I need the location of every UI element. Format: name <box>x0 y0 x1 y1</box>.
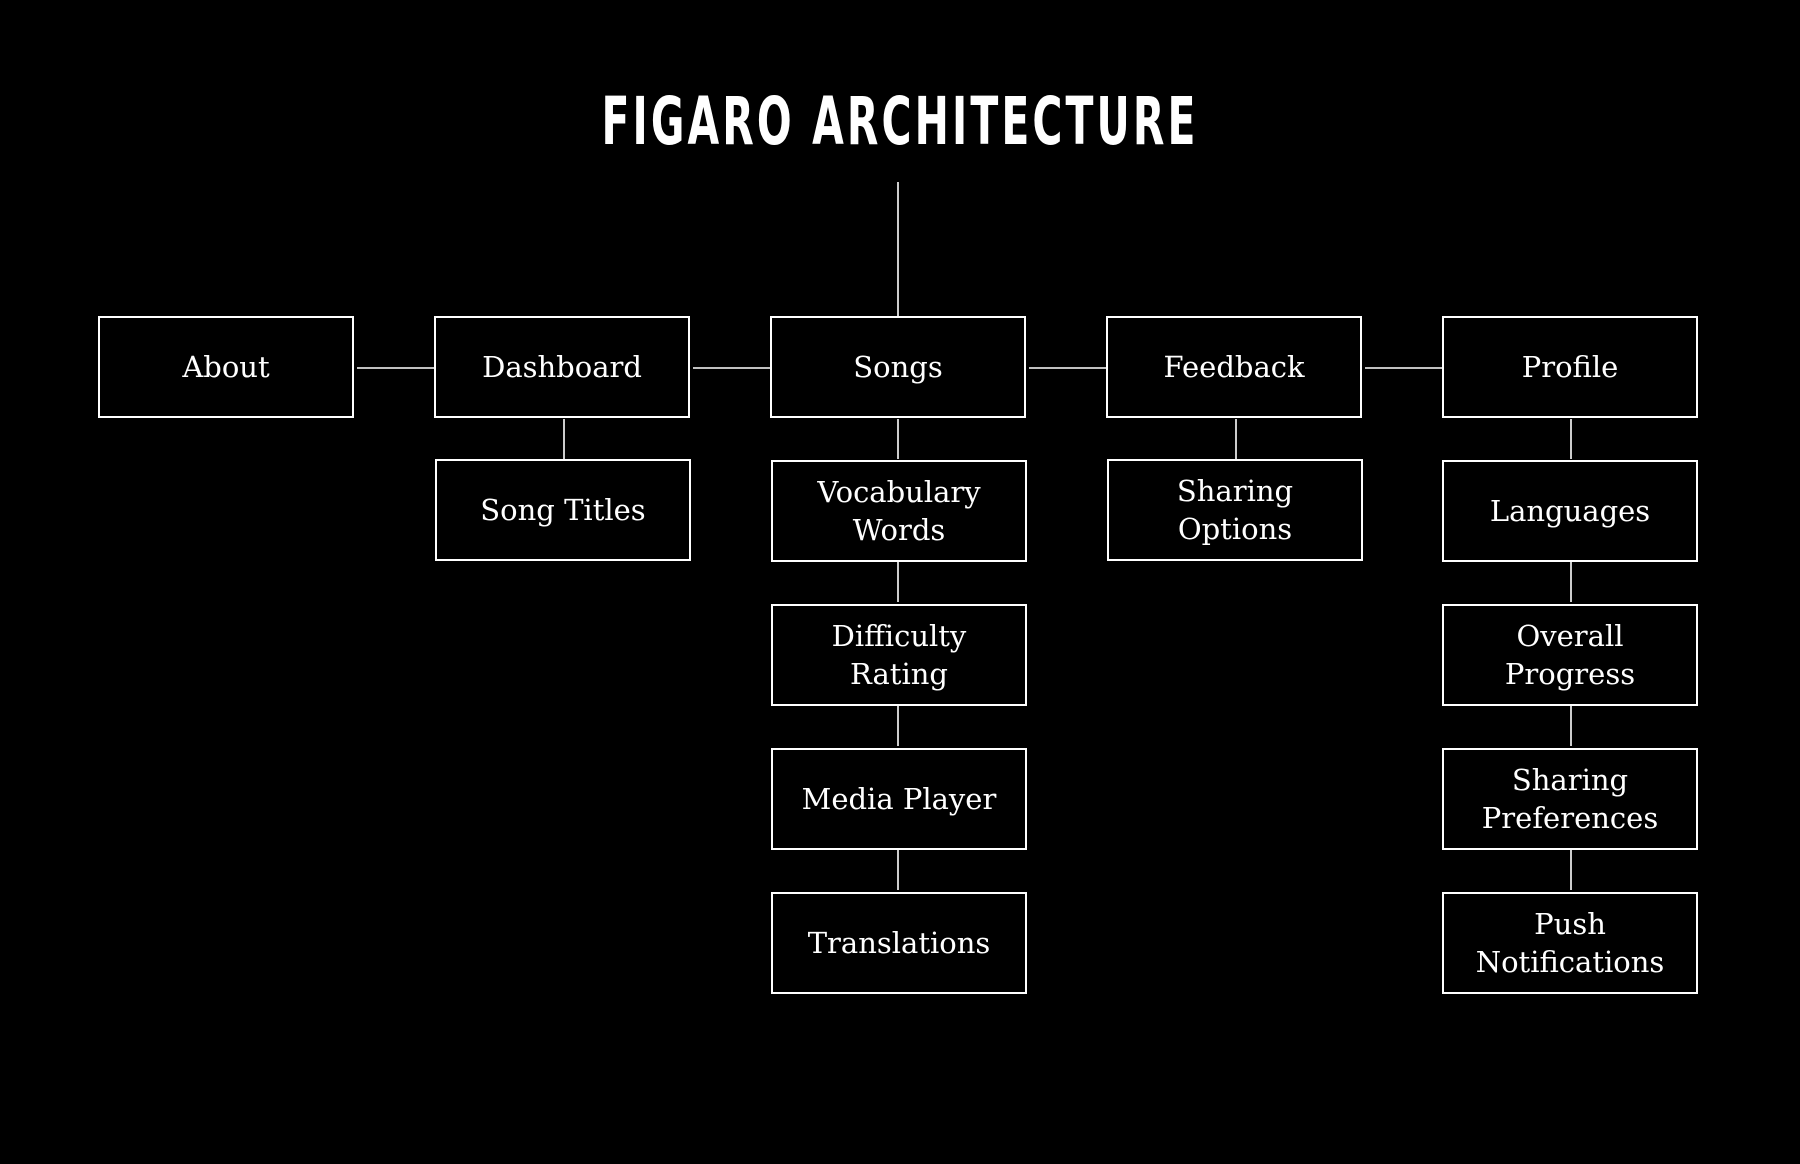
node-vocabulary-words-label: Vocabulary Words <box>817 475 981 547</box>
node-media-player-label: Media Player <box>801 782 997 816</box>
diagram-title: FIGARO ARCHITECTURE <box>601 83 1199 160</box>
node-dashboard-label: Dashboard <box>482 350 642 384</box>
node-songs-label: Songs <box>853 350 943 384</box>
node-sharing-options: Sharing Options <box>1107 459 1363 561</box>
node-vocabulary-words: Vocabulary Words <box>771 460 1027 562</box>
node-feedback: Feedback <box>1106 316 1362 418</box>
node-profile-label: Profile <box>1521 350 1619 384</box>
node-overall-progress-label: Overall Progress <box>1504 619 1636 691</box>
node-sharing-options-label: Sharing Options <box>1176 474 1294 546</box>
node-push-notifications: Push Notifications <box>1442 892 1698 994</box>
node-dashboard: Dashboard <box>434 316 690 418</box>
node-languages: Languages <box>1442 460 1698 562</box>
node-languages-label: Languages <box>1489 494 1651 528</box>
node-song-titles-label: Song Titles <box>480 493 646 527</box>
node-translations: Translations <box>771 892 1027 994</box>
node-songs: Songs <box>770 316 1026 418</box>
node-push-notifications-label: Push Notifications <box>1475 907 1665 979</box>
node-media-player: Media Player <box>771 748 1027 850</box>
node-overall-progress: Overall Progress <box>1442 604 1698 706</box>
node-about-label: About <box>182 350 270 384</box>
node-difficulty-rating-label: Difficulty Rating <box>831 619 967 691</box>
node-difficulty-rating: Difficulty Rating <box>771 604 1027 706</box>
node-sharing-preferences-label: Sharing Preferences <box>1481 763 1659 835</box>
node-translations-label: Translations <box>807 926 991 960</box>
node-profile: Profile <box>1442 316 1698 418</box>
node-feedback-label: Feedback <box>1163 350 1305 384</box>
node-about: About <box>98 316 354 418</box>
node-song-titles: Song Titles <box>435 459 691 561</box>
node-sharing-preferences: Sharing Preferences <box>1442 748 1698 850</box>
